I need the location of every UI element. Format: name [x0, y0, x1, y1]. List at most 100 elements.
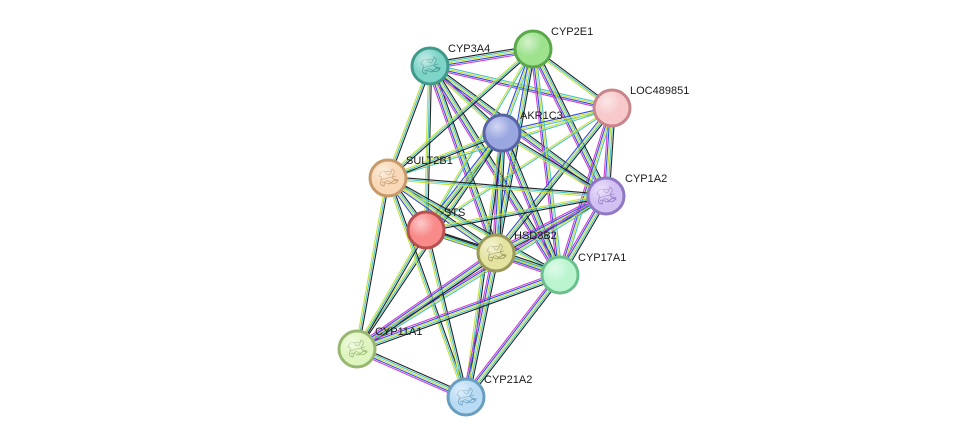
edge-evidence-line [426, 197, 607, 233]
edge-evidence-line [385, 178, 466, 398]
edge-evidence-line [388, 66, 433, 179]
edge-evidence-line [497, 133, 505, 254]
edge-evidence-line [387, 177, 607, 197]
edge-evidence-line [498, 134, 558, 277]
edge-loc489851-hsd3b2[interactable] [493, 106, 615, 255]
edge-evidence-line [495, 194, 606, 253]
node-cyp21a2[interactable]: CYP21A2 [446, 374, 532, 417]
node-cyp1a2[interactable]: CYP1A2 [586, 173, 667, 216]
edge-evidence-line [425, 65, 431, 231]
edge-akr1c3-cyp17a1[interactable] [498, 131, 564, 277]
edge-evidence-line [355, 228, 426, 349]
edge-evidence-line [357, 253, 498, 351]
node-highlight [409, 213, 443, 247]
edge-evidence-line [502, 132, 562, 275]
edge-sult2b1-cyp11a1[interactable] [354, 177, 391, 350]
edge-evidence-line [465, 252, 497, 398]
edge-evidence-line [356, 349, 466, 399]
edge-evidence-line [495, 195, 607, 254]
edge-evidence-line [462, 252, 494, 397]
node-label: CYP1A2 [625, 173, 667, 185]
edge-evidence-line [468, 276, 563, 400]
edge-evidence-line [465, 274, 561, 398]
edge-evidence-line [388, 49, 535, 180]
edge-evidence-line [427, 66, 496, 254]
node-highlight [449, 380, 483, 414]
edge-evidence-line [356, 177, 389, 350]
edge-evidence-line [357, 347, 467, 397]
edge-cyp2e1-sult2b1[interactable] [386, 47, 535, 180]
edge-sult2b1-cyp17a1[interactable] [386, 176, 562, 277]
edge-evidence-line [357, 230, 428, 351]
edge-evidence-line [387, 65, 431, 179]
node-cyp3a4[interactable]: CYP3A4 [410, 43, 490, 86]
node-label: AKR1C3 [520, 110, 563, 122]
edge-akr1c3-sult2b1[interactable] [387, 130, 503, 181]
edge-evidence-line [494, 107, 612, 253]
edge-evidence-line [387, 177, 561, 276]
edge-loc489851-cyp17a1[interactable] [557, 107, 615, 276]
edge-evidence-line [500, 133, 560, 276]
edge-evidence-line [388, 133, 503, 181]
node-hsd3b2[interactable]: HSD3B2 [476, 230, 557, 273]
edge-evidence-line [426, 108, 613, 232]
edge-evidence-line [386, 178, 560, 277]
edge-sult2b1-cyp21a2[interactable] [385, 177, 469, 398]
edge-evidence-line [387, 177, 467, 398]
edge-evidence-line [358, 345, 468, 395]
edge-evidence-line [501, 132, 561, 276]
edge-evidence-line [502, 131, 608, 196]
edge-evidence-line [357, 197, 608, 352]
edge-evidence-line [463, 272, 558, 396]
edge-evidence-line [388, 177, 469, 397]
edge-evidence-line [356, 272, 560, 349]
node-cyp11a1[interactable]: CYP11A1 [337, 326, 423, 369]
edge-cyp11a1-cyp21a2[interactable] [355, 345, 468, 401]
node-highlight [543, 258, 577, 292]
node-sts[interactable]: STS [406, 207, 465, 250]
edge-evidence-line [466, 275, 562, 399]
node-cyp17a1[interactable]: CYP17A1 [540, 252, 626, 295]
nodes-layer: CYP3A4 CYP2E1LOC489851AKR1C3SULT2B1CYP1A2… [337, 26, 689, 417]
edge-evidence-line [496, 49, 535, 254]
edge-evidence-line [430, 65, 499, 253]
edge-sult2b1-cyp1a2[interactable] [387, 175, 607, 199]
node-highlight [371, 161, 405, 195]
edge-hsd3b2-cyp21a2[interactable] [462, 252, 500, 398]
edge-evidence-line [354, 249, 495, 347]
edge-evidence-line [355, 251, 496, 349]
edge-evidence-line [467, 253, 499, 398]
edge-hsd3b2-cyp11a1[interactable] [354, 249, 499, 353]
edge-cyp1a2-sts[interactable] [425, 193, 607, 233]
node-cyp2e1[interactable]: CYP2E1 [513, 26, 593, 69]
edge-evidence-line [468, 253, 500, 398]
node-highlight [340, 332, 374, 366]
node-highlight [485, 116, 519, 150]
node-highlight [516, 32, 550, 66]
edge-evidence-line [425, 193, 606, 229]
node-label: CYP11A1 [375, 326, 423, 338]
node-loc489851[interactable]: LOC489851 [592, 85, 689, 128]
node-akr1c3[interactable]: AKR1C3 [482, 110, 563, 153]
node-sult2b1[interactable]: SULT2B1 [368, 155, 453, 198]
edge-evidence-line [498, 133, 506, 254]
edge-akr1c3-cyp1a2[interactable] [500, 131, 608, 198]
edge-cyp3a4-hsd3b2[interactable] [426, 64, 500, 255]
node-label: SULT2B1 [406, 155, 453, 167]
edge-evidence-line [354, 177, 387, 349]
edge-cyp17a1-cyp21a2[interactable] [463, 272, 563, 400]
edge-sts-cyp11a1[interactable] [355, 228, 428, 351]
edge-cyp3a4-sult2b1[interactable] [385, 65, 433, 179]
edge-evidence-line [387, 132, 503, 179]
edge-evidence-line [429, 67, 612, 111]
edge-cyp17a1-cyp11a1[interactable] [355, 271, 562, 353]
node-highlight [595, 91, 629, 125]
edge-evidence-line [387, 179, 606, 199]
edge-evidence-line [557, 107, 611, 275]
edge-evidence-line [497, 109, 615, 255]
edge-evidence-line [358, 255, 499, 353]
edge-evidence-line [388, 175, 607, 195]
edge-evidence-line [429, 65, 497, 254]
edge-evidence-line [387, 178, 496, 255]
